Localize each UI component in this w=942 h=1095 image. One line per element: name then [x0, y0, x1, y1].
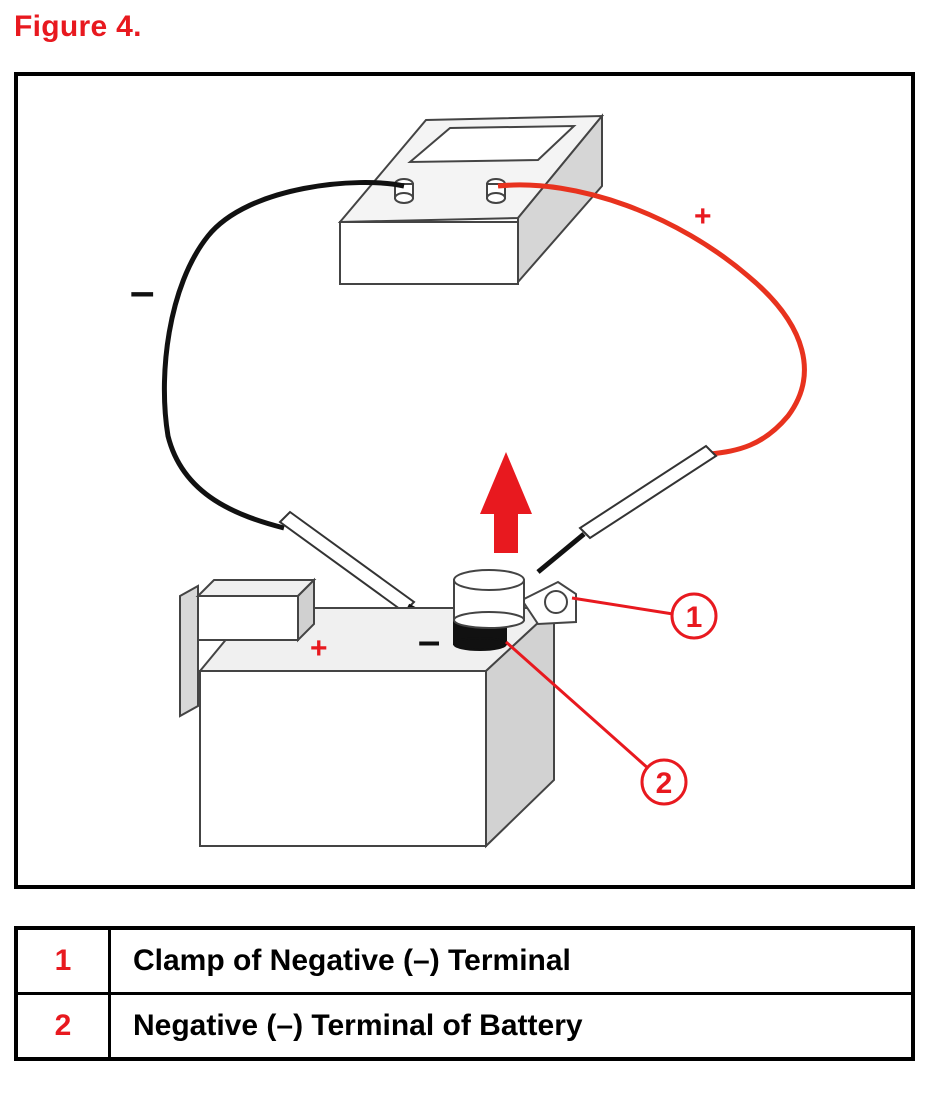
negative-cable	[161, 180, 405, 531]
positive-clamp-handle	[536, 444, 718, 574]
legend-row: 1 Clamp of Negative (–) Terminal	[14, 926, 915, 995]
callout-1-circle	[670, 592, 718, 640]
callout-1-leader	[571, 596, 674, 616]
legend-table: 1 Clamp of Negative (–) Terminal 2 Negat…	[14, 926, 915, 1061]
cable-positive-sign: +	[694, 200, 712, 233]
legend-row: 2 Negative (–) Terminal of Battery	[14, 992, 915, 1061]
callout-1-number: 1	[686, 601, 703, 634]
legend-number: 1	[14, 926, 111, 995]
callout-2-number: 2	[656, 767, 673, 800]
battery-negative-sign: –	[418, 619, 440, 663]
battery	[179, 569, 577, 849]
figure-title: Figure 4.	[14, 10, 142, 43]
legend-number: 2	[14, 992, 111, 1061]
callout-2-circle	[640, 758, 688, 806]
battery-positive-sign: +	[310, 632, 328, 665]
legend-description: Clamp of Negative (–) Terminal	[108, 926, 915, 995]
battery-diagram: – + + – 1 2	[130, 113, 807, 849]
positive-cable	[497, 182, 807, 457]
callout-2-leader	[505, 640, 651, 772]
lift-arrow	[480, 452, 532, 553]
cable-negative-sign: –	[130, 267, 154, 316]
diagram-frame: – + + – 1 2	[14, 72, 915, 889]
meter-box	[337, 113, 605, 285]
legend-description: Negative (–) Terminal of Battery	[108, 992, 915, 1061]
